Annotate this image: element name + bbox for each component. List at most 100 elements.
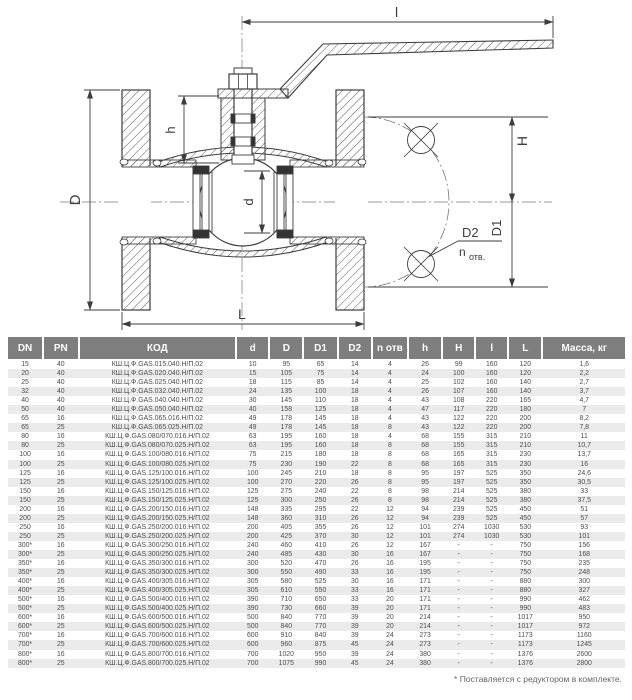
table-cell: 15: [248, 370, 257, 378]
gland-right: [251, 97, 266, 161]
table-cell: 39: [350, 650, 359, 658]
table-cell: 14: [350, 361, 359, 369]
table-cell: 310: [314, 514, 327, 522]
table-cell: 125: [19, 469, 31, 477]
table-cell: -: [490, 569, 493, 577]
table-cell: 25: [56, 460, 65, 468]
col-header-D1: D1: [304, 337, 337, 359]
table-cell: 101: [419, 523, 431, 531]
col-header-D2: D2: [338, 337, 371, 359]
table-cell: 660: [314, 605, 327, 613]
table-cell: 39: [350, 614, 359, 622]
table-cell: 300: [578, 578, 590, 586]
table-cell: 40: [21, 397, 29, 405]
table-cell: 148: [246, 505, 259, 513]
label-bolt-circle: D1: [489, 220, 504, 237]
table-cell: 400*: [17, 587, 33, 595]
table-cell: 1017: [517, 614, 533, 622]
gland-left: [220, 97, 235, 161]
table-cell: 63: [248, 442, 257, 450]
table-cell: 160: [485, 388, 498, 396]
table-cell: 30: [350, 551, 359, 558]
table-cell: 37,5: [577, 496, 591, 504]
table-cell: КШ.Ц.Ф.GAS.250/200.016.Н/П.02: [105, 523, 210, 531]
table-cell: 24: [386, 650, 394, 658]
table-cell: 98: [421, 496, 429, 504]
table-cell: 274: [452, 523, 465, 531]
table-cell: 100: [246, 469, 259, 477]
table-cell: 1017: [517, 623, 533, 631]
table-cell: -: [490, 614, 493, 622]
table-cell: -: [457, 560, 460, 568]
table-cell: 525: [485, 496, 498, 504]
table-cell: 100: [19, 451, 31, 459]
table-cell: 22: [350, 460, 359, 468]
table-cell: 150: [19, 487, 31, 495]
table-cell: -: [490, 623, 493, 631]
table-cell: 210: [314, 469, 327, 477]
table-cell: 12: [386, 541, 394, 549]
table-cell: 100: [246, 478, 259, 486]
table-cell: 45: [350, 659, 359, 667]
table-cell: 1030: [484, 532, 500, 540]
table-cell: -: [457, 578, 460, 586]
table-cell: 43: [421, 424, 429, 432]
table-cell: 20: [21, 370, 29, 378]
table-cell: 140: [519, 379, 532, 387]
table-cell: -: [457, 659, 460, 667]
table-cell: -: [490, 560, 493, 568]
table-cell: 11: [580, 433, 588, 441]
table-cell: 24,6: [577, 469, 591, 477]
table-cell: 390: [246, 596, 259, 604]
table-header-row: DN PN КОД d D D1 D2 n отв h H l L Масса,…: [8, 337, 626, 359]
table-cell: 145: [314, 415, 327, 423]
table-cell: 25: [56, 587, 65, 595]
table-cell: 550: [314, 587, 327, 595]
table-cell: 18: [350, 451, 359, 459]
table-cell: 26: [350, 496, 359, 504]
table-cell: 120: [519, 370, 532, 378]
table-cell: КШ.Ц.Ф.GAS.700/600.016.Н/П.02: [105, 632, 210, 640]
table-cell: 156: [578, 541, 590, 549]
table-cell: 972: [578, 623, 590, 631]
table-cell: 47: [421, 406, 429, 414]
table-cell: 195: [280, 433, 293, 441]
col-header-code: КОД: [79, 337, 236, 359]
table-cell: 700*: [17, 641, 33, 649]
table-cell: 2600: [576, 650, 592, 658]
table-cell: 167: [419, 541, 431, 549]
table-cell: 315: [485, 460, 498, 468]
table-cell: 350*: [17, 569, 33, 577]
table-cell: 300: [280, 496, 293, 504]
table-cell: 14: [350, 379, 359, 387]
table-cell: 500*: [17, 605, 33, 613]
label-height: H: [514, 136, 530, 146]
table-cell: 160: [485, 370, 498, 378]
table-cell: 57: [580, 514, 589, 522]
table-cell: -: [490, 578, 493, 586]
table-cell: 40: [56, 361, 65, 369]
table-cell: 75: [248, 451, 257, 459]
table-cell: 39: [350, 605, 359, 613]
table-cell: -: [457, 614, 460, 622]
table-cell: 990: [519, 605, 532, 613]
label-hole-diameter: D2: [462, 225, 479, 240]
table-cell: 8: [388, 460, 392, 468]
table-cell: 18: [350, 388, 359, 396]
table-cell: КШ.Ц.Ф.GAS.150/125.016.Н/П.02: [105, 487, 210, 495]
table-cell: 190: [314, 460, 327, 468]
table-cell: 26: [350, 560, 359, 568]
table-cell: КШ.Ц.Ф.GAS.500/400.016.Н/П.02: [105, 596, 210, 604]
table-cell: 25: [56, 496, 65, 504]
table-cell: 530: [519, 532, 532, 540]
table-cell: 840: [280, 614, 293, 622]
table-cell: 94: [421, 505, 429, 513]
table-cell: 730: [280, 605, 293, 613]
col-header-D: D: [270, 337, 303, 359]
col-header-L: L: [509, 337, 542, 359]
